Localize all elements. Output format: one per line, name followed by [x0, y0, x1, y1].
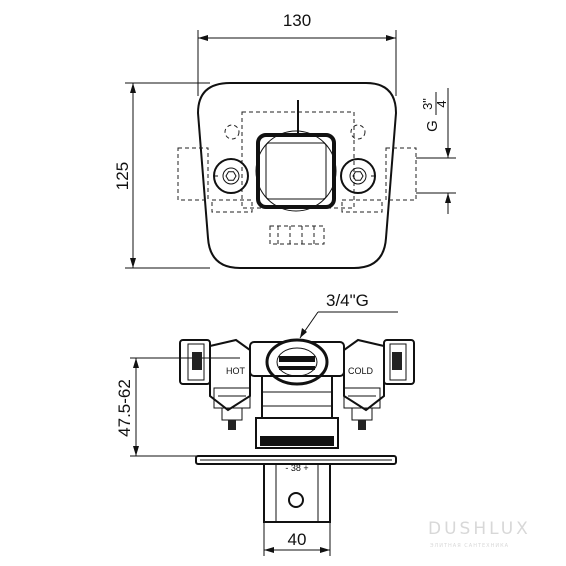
right-inlet: COLD — [343, 338, 415, 430]
body-width-label: 40 — [288, 530, 307, 549]
scale-label: - 38 + — [285, 463, 308, 473]
cold-label: COLD — [348, 366, 374, 376]
width-dimension: 130 — [197, 11, 397, 96]
top-view: 130 125 — [113, 11, 456, 269]
thread-numerator: 3" — [420, 98, 435, 110]
hot-label: HOT — [226, 366, 246, 376]
height-label: 125 — [113, 162, 132, 190]
inlet-thread-leader: 3" 4 G — [416, 88, 456, 214]
watermark: DUSHLUX ЭЛИТНАЯ САНТЕХНИКА — [428, 519, 531, 549]
watermark-tagline: ЭЛИТНАЯ САНТЕХНИКА — [430, 543, 509, 549]
right-valve-knob — [340, 158, 376, 194]
mixer-body — [249, 338, 345, 449]
width-label: 130 — [283, 11, 311, 30]
body-width-dimension: 40 — [263, 522, 331, 556]
outlet-thread-callout: 3/4"G — [299, 291, 398, 339]
watermark-brand: DUSHLUX — [428, 519, 531, 539]
front-view: 3/4"G 47.5-62 HOT — [115, 291, 415, 556]
height-dimension: 125 — [113, 82, 210, 269]
cover-plate — [196, 82, 398, 269]
thread-unit: G — [424, 120, 441, 132]
left-inlet: HOT — [179, 338, 251, 430]
left-valve-knob — [213, 158, 249, 194]
depth-label: 47.5-62 — [115, 379, 134, 437]
cartridge-extension: - 38 + — [263, 463, 331, 523]
thread-denominator: 4 — [434, 100, 449, 107]
central-cartridge — [255, 100, 337, 212]
thread-label: 3/4"G — [326, 291, 369, 310]
depth-dimension: 47.5-62 — [115, 357, 240, 457]
